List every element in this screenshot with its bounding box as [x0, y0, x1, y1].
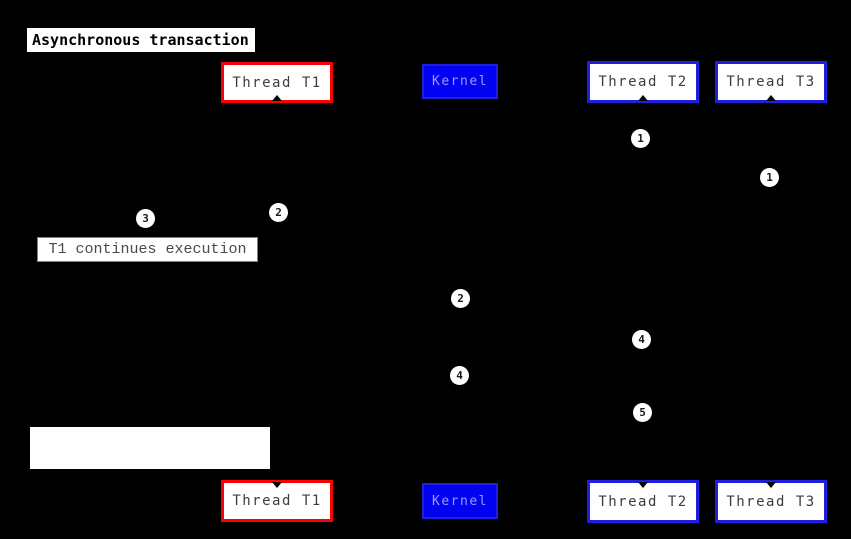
lifeline-stub-icon	[638, 482, 648, 488]
lifeline-stub-icon	[638, 95, 648, 101]
lifeline-stub-icon	[766, 482, 776, 488]
actor-thread-t3-top: Thread T3	[715, 61, 827, 103]
actor-thread-t3-top-label: Thread T3	[726, 74, 816, 90]
actor-kernel-bottom: Kernel	[422, 483, 498, 519]
actor-thread-t2-top-label: Thread T2	[598, 74, 688, 90]
actor-thread-t2-top: Thread T2	[587, 61, 699, 103]
step-marker-2-kernel: 2	[451, 289, 470, 308]
diagram-title: Asynchronous transaction	[27, 28, 255, 52]
lifeline-stub-icon	[272, 482, 282, 488]
actor-thread-t3-bottom: Thread T3	[715, 480, 827, 523]
step-marker-4-t2: 4	[632, 330, 651, 349]
step-marker-2-t1: 2	[269, 203, 288, 222]
step-marker-5-t2: 5	[633, 403, 652, 422]
actor-kernel-top: Kernel	[422, 64, 498, 99]
actor-kernel-bottom-label: Kernel	[432, 493, 488, 509]
actor-thread-t1-top-label: Thread T1	[232, 74, 322, 91]
step-marker-1-t3: 1	[760, 168, 779, 187]
actor-thread-t2-bottom-label: Thread T2	[598, 493, 688, 510]
note-blank	[30, 427, 270, 469]
actor-thread-t1-bottom: Thread T1	[221, 480, 333, 522]
step-marker-4-kernel: 4	[450, 366, 469, 385]
lifeline-stub-icon	[766, 95, 776, 101]
step-marker-3: 3	[136, 209, 155, 228]
step-marker-1-t2: 1	[631, 129, 650, 148]
actor-thread-t1-top: Thread T1	[221, 62, 333, 103]
lifeline-stub-icon	[272, 95, 282, 101]
actor-kernel-top-label: Kernel	[432, 74, 488, 89]
actor-thread-t2-bottom: Thread T2	[587, 480, 699, 523]
actor-thread-t1-bottom-label: Thread T1	[232, 493, 322, 509]
note-t1-continues: T1 continues execution	[37, 237, 258, 262]
actor-thread-t3-bottom-label: Thread T3	[726, 493, 816, 510]
